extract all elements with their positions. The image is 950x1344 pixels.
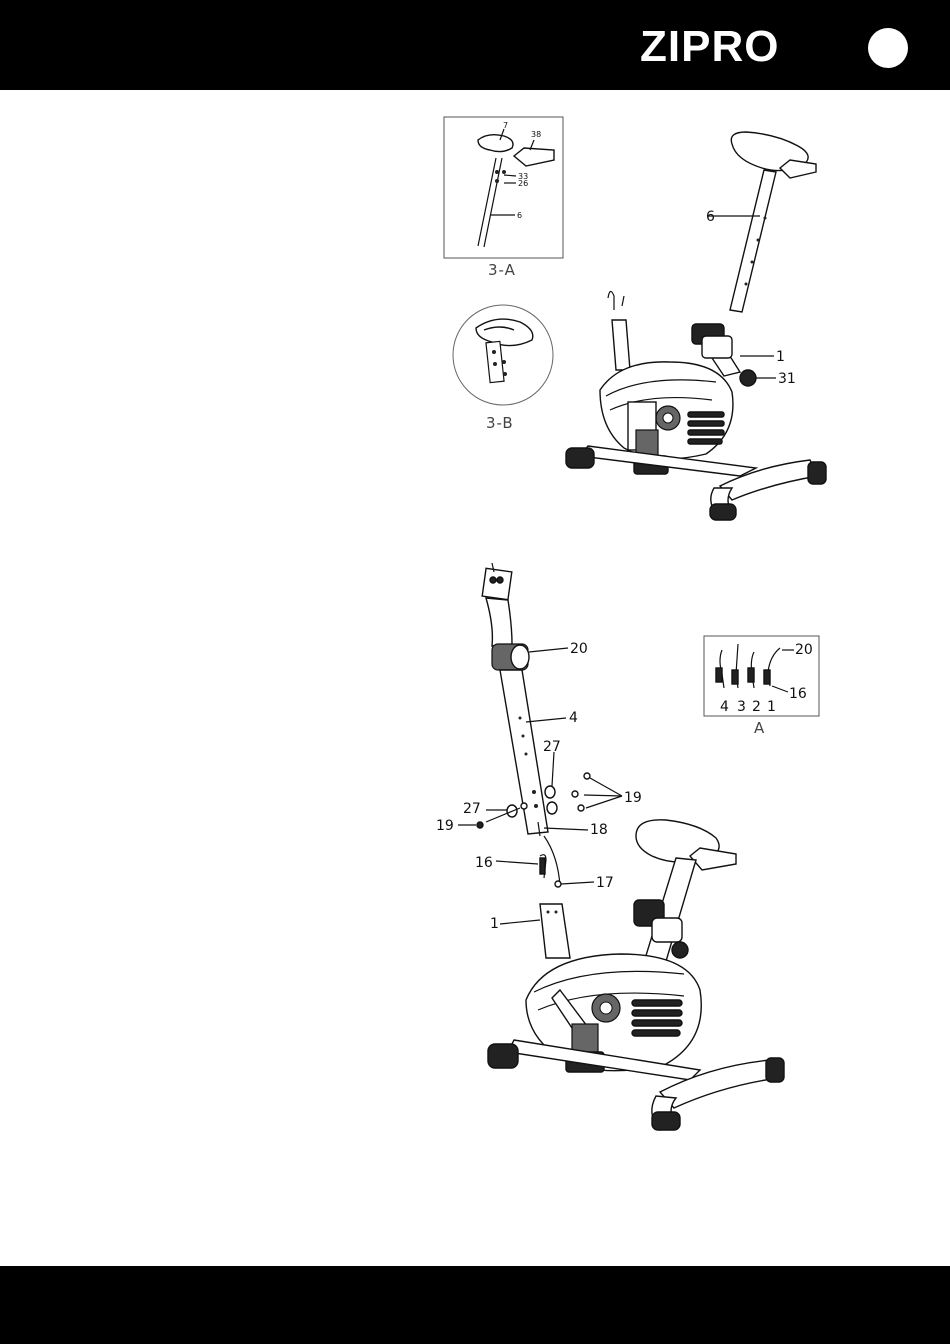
detail-a: 20 16 4 3 2 1 A: [704, 636, 819, 737]
step4-figure: 20 4 27 19 27: [436, 563, 819, 1130]
label-detail-a-1: 1: [767, 699, 776, 715]
label-detail-a-16: 16: [789, 686, 807, 702]
label-fig4-27-left: 27: [463, 801, 481, 817]
label-fig4-16: 16: [475, 855, 493, 871]
label-detail-a-20: 20: [795, 642, 813, 658]
label-detail-a-2: 2: [752, 699, 761, 715]
label-fig4-4: 4: [569, 710, 578, 726]
label-fig4-1: 1: [490, 916, 499, 932]
label-detail-a-3: 3: [737, 699, 746, 715]
label-3a-38: 38: [531, 130, 541, 139]
label-fig4-27-right: 27: [543, 739, 561, 755]
label-fig4-19-right: 19: [624, 790, 642, 806]
caption-3b: 3-B: [486, 414, 514, 432]
label-fig3-1: 1: [776, 349, 785, 365]
bike-figure-3: 6 1: [566, 132, 826, 520]
detail-3b: 3-B: [453, 305, 553, 432]
label-fig4-17: 17: [596, 875, 614, 891]
label-detail-a-4: 4: [720, 699, 729, 715]
bike-figure-4: 1: [488, 820, 784, 1130]
label-fig4-18: 18: [590, 822, 608, 838]
caption-3a: 3-A: [488, 261, 516, 279]
step3-figure: 7 38 33 26 6 3-A 3-B: [444, 117, 826, 520]
detail-3a: 7 38 33 26 6 3-A: [444, 117, 563, 279]
label-fig3-6: 6: [706, 209, 715, 225]
label-3a-6: 6: [517, 211, 522, 220]
label-3a-7: 7: [503, 121, 508, 130]
label-fig3-31: 31: [778, 371, 796, 387]
caption-detail-a: A: [754, 719, 765, 737]
label-3a-26: 26: [518, 179, 528, 188]
label-fig4-19-left: 19: [436, 818, 454, 834]
bolts-left: 27 19: [436, 801, 527, 834]
label-fig4-20: 20: [570, 641, 588, 657]
bolts-right: 27 19: [543, 739, 642, 814]
page-footer: [0, 1266, 950, 1344]
